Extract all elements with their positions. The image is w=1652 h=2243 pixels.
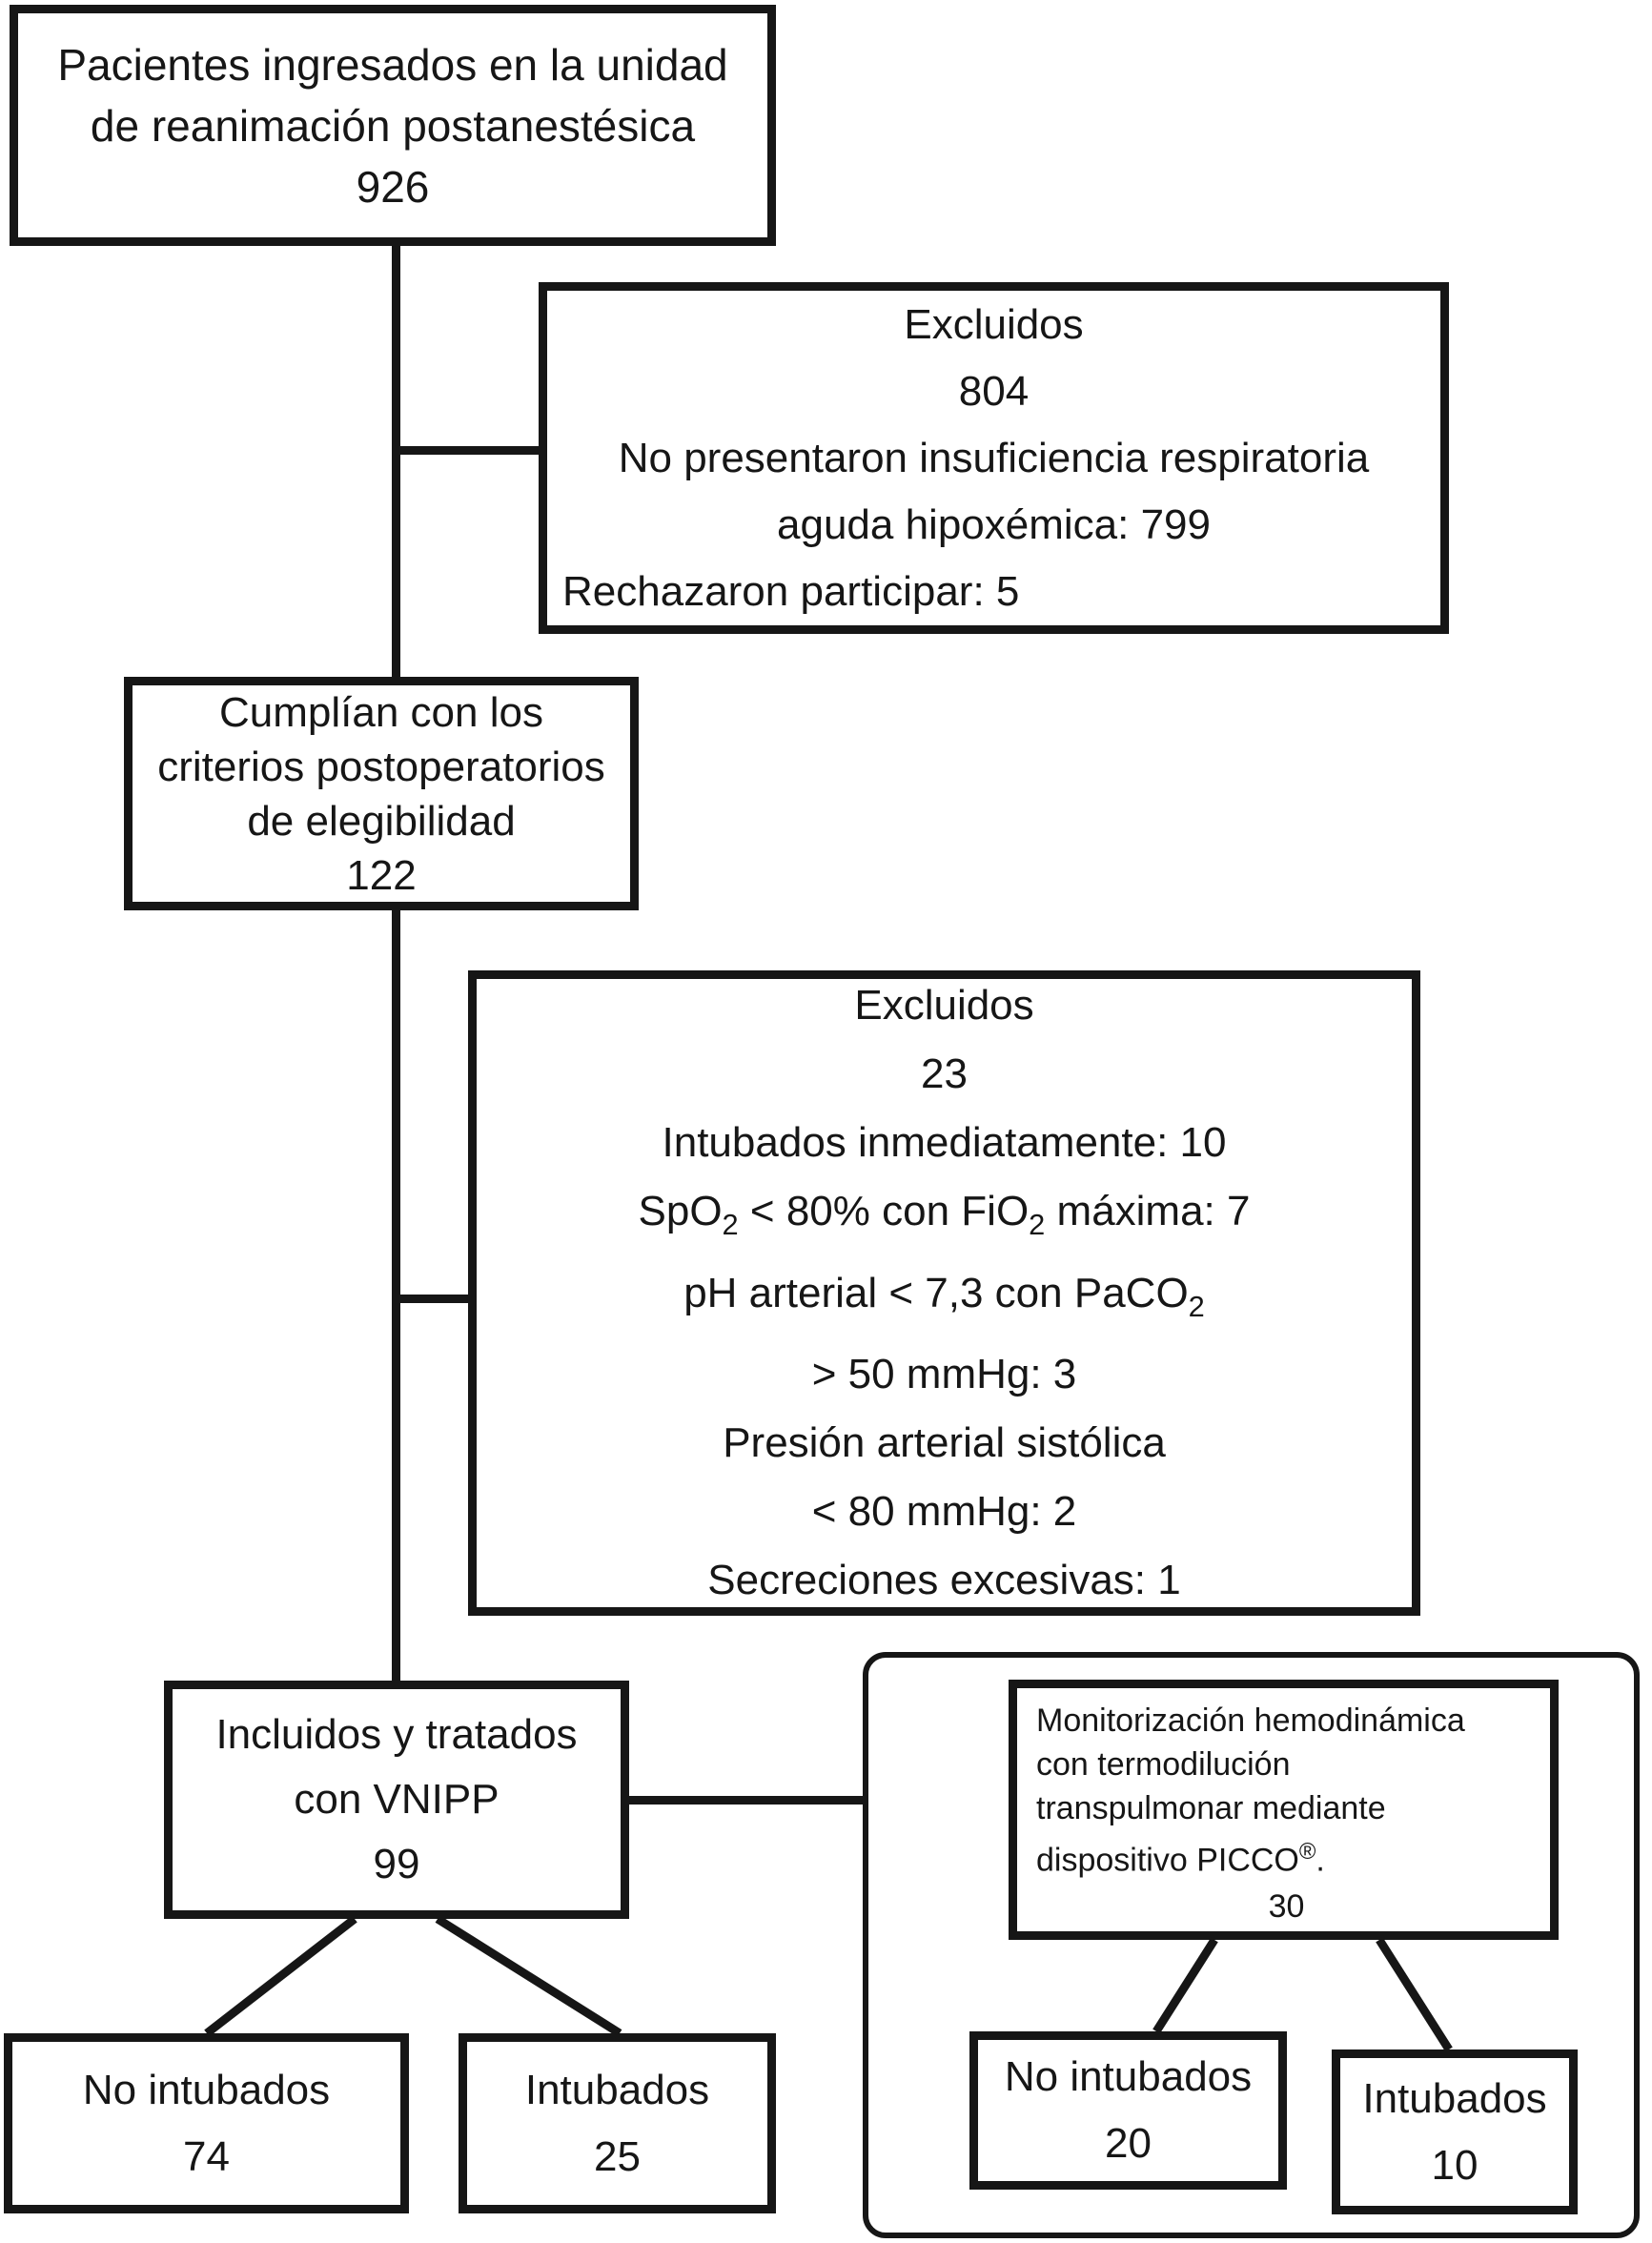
connector-monitoring-to-intubated-10 [1376,1937,1453,2052]
exclusion-reason: Secreciones excesivas: 1 [707,1557,1181,1604]
box-intubated-25: Intubados 25 [459,2033,776,2213]
box-title: Excluidos [904,300,1084,348]
box-included-vnipp: Incluidos y tratados con VNIPP 99 [164,1681,629,1919]
connector-admitted-to-eligible [392,246,400,677]
box-admitted-line: de reanimación postanestésica [90,100,696,151]
box-admitted: Pacientes ingresados en la unidad de rea… [10,5,776,246]
box-excluded-secondary: Excluidos 23 Intubados inmediatamente: 1… [468,970,1420,1616]
connector-included-to-monitoring [629,1796,1009,1805]
connector-monitoring-to-not-intubated-20 [1152,1937,1218,2034]
box-count: 804 [958,367,1030,415]
box-title: Excluidos [854,981,1034,1029]
exclusion-reason: Intubados inmediatamente: 10 [662,1118,1227,1166]
box-monitoring-line: con termodilución [1036,1746,1291,1784]
box-included-line: con VNIPP [294,1776,500,1823]
exclusion-reason: No presentaron insuficiencia respiratori… [618,434,1370,481]
exclusion-reason: Rechazaron participar: 5 [562,567,1020,615]
outcome-count: 20 [1105,2120,1152,2167]
outcome-label: Intubados [1362,2074,1547,2122]
box-admitted-line: Pacientes ingresados en la unidad [57,39,728,90]
box-eligible-line: criterios postoperatorios [157,743,605,790]
exclusion-reason: SpO2 < 80% con FiO2 máxima: 7 [638,1187,1251,1241]
box-eligible-line: de elegibilidad [247,797,516,845]
box-included-count: 99 [373,1841,420,1887]
outcome-count: 74 [183,2132,230,2180]
outcome-label: Intubados [524,2066,710,2113]
exclusion-reason: aguda hipoxémica: 799 [777,500,1211,548]
exclusion-reason: pH arterial < 7,3 con PaCO2 [683,1269,1205,1323]
box-monitoring-line: transpulmonar mediante [1036,1790,1386,1827]
exclusion-reason: Presión arterial sistólica [723,1419,1166,1467]
connector-branch-excluded-initial [392,446,539,455]
box-monitoring-count: 30 [1268,1887,1305,1925]
connector-included-to-not-intubated-74 [204,1915,357,2037]
exclusion-reason: > 50 mmHg: 3 [811,1351,1077,1398]
connector-branch-excluded-secondary [392,1295,468,1303]
exclusion-reason: < 80 mmHg: 2 [811,1488,1077,1536]
box-excluded-initial: Excluidos 804 No presentaron insuficienc… [539,282,1449,634]
outcome-count: 10 [1431,2141,1479,2189]
box-included-line: Incluidos y tratados [215,1711,578,1758]
box-intubated-10: Intubados 10 [1332,2049,1578,2214]
box-eligible-count: 122 [346,851,417,899]
box-not-intubated-20: No intubados 20 [969,2031,1287,2190]
outcome-label: No intubados [1004,2053,1253,2100]
box-count: 23 [921,1050,968,1097]
box-eligible: Cumplían con los criterios postoperatori… [124,677,639,910]
connector-included-to-intubated-25 [435,1915,622,2037]
outcome-label: No intubados [82,2066,331,2113]
box-monitoring-line: Monitorización hemodinámica [1036,1703,1465,1740]
box-not-intubated-74: No intubados 74 [4,2033,409,2213]
box-monitoring-line: dispositivo PICCO®. [1036,1839,1325,1879]
box-monitoring-picco: Monitorización hemodinámica con termodil… [1009,1680,1559,1940]
box-admitted-count: 926 [356,161,430,212]
outcome-count: 25 [594,2132,641,2180]
box-eligible-line: Cumplían con los [219,688,543,736]
